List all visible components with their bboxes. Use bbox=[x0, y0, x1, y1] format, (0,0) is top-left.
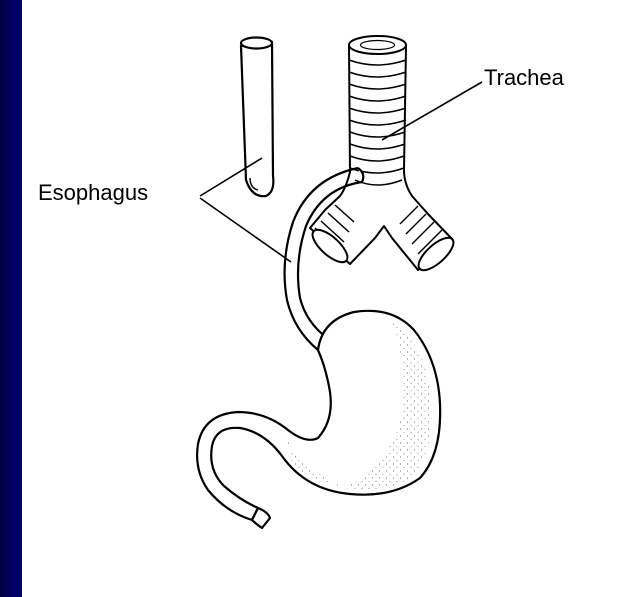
trachea-label: Trachea bbox=[484, 66, 564, 90]
esophagus-label: Esophagus bbox=[38, 181, 148, 205]
esophagus-leader-line-to-connected bbox=[200, 198, 291, 262]
esophagus-tube-separate bbox=[241, 38, 273, 197]
trachea-illustration bbox=[308, 36, 459, 275]
